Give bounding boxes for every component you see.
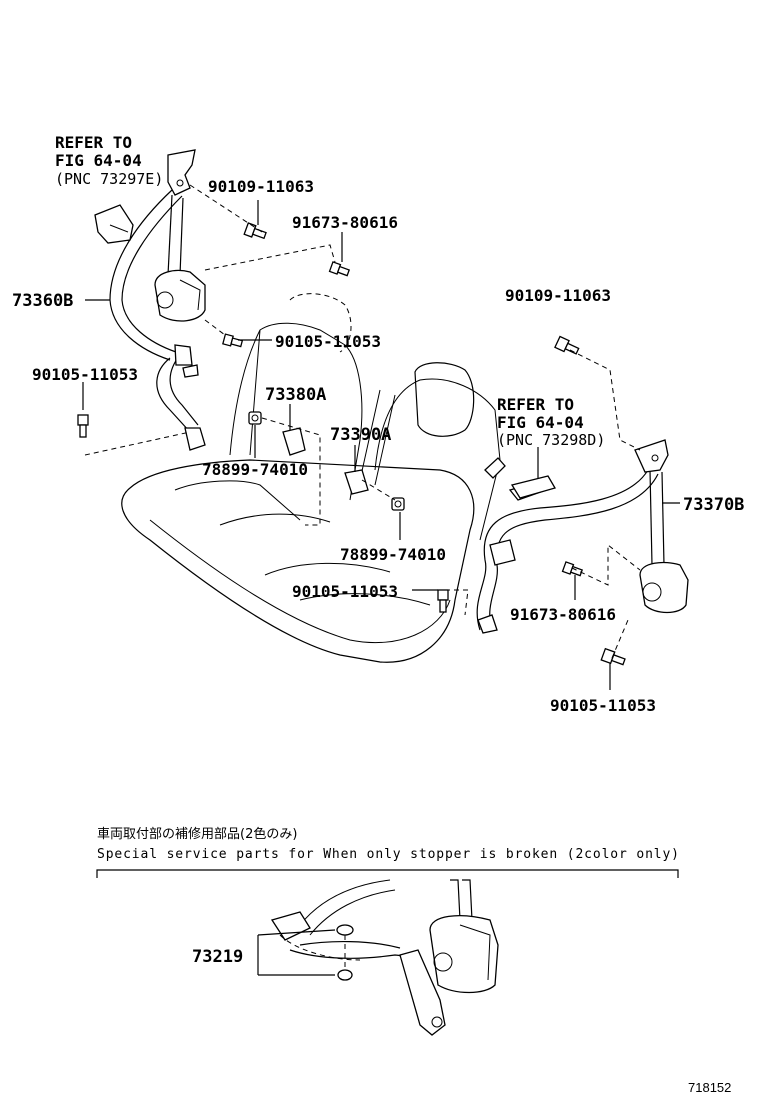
refer-left-line1: REFER TO xyxy=(55,133,132,152)
bolt-icon xyxy=(328,261,351,277)
bolt-icon xyxy=(554,335,580,355)
part-number-90105-bottom: 90105-11053 xyxy=(292,582,398,601)
nut-icon xyxy=(391,497,405,511)
part-number-73360b: 73360B xyxy=(12,291,73,311)
service-note-english: Special service parts for When only stop… xyxy=(97,847,679,862)
nut-icon xyxy=(248,411,262,425)
inset-stopper-drawing: 73219 xyxy=(192,879,499,1036)
figure-number: 718152 xyxy=(688,1080,731,1095)
refer-right-line1: REFER TO xyxy=(497,395,574,414)
service-note-japanese: 車両取付部の補修用部品(2色のみ) xyxy=(97,826,297,842)
part-number-78899-mid: 78899-74010 xyxy=(340,545,446,564)
part-number-91673-top: 91673-80616 xyxy=(292,213,398,232)
bolt-icon xyxy=(243,222,267,240)
service-note: 車両取付部の補修用部品(2色のみ) Special service parts … xyxy=(96,826,679,878)
bolt-icon xyxy=(222,333,244,348)
part-number-90109-left: 90109-11063 xyxy=(208,177,314,196)
clip-icon xyxy=(344,469,369,495)
part-number-73390a: 73390A xyxy=(330,425,391,445)
part-labels: REFER TO FIG 64-04 (PNC 73297E) 90109-11… xyxy=(12,133,744,715)
bolt-icon xyxy=(600,647,626,666)
part-number-90105-mid: 90105-11053 xyxy=(275,332,381,351)
part-number-78899-left: 78899-74010 xyxy=(202,460,308,479)
part-number-73219: 73219 xyxy=(192,947,243,967)
bolt-icon xyxy=(561,561,584,577)
right-belt-assembly xyxy=(476,439,689,634)
refer-right-line3: (PNC 73298D) xyxy=(497,431,605,449)
stopper-button-icon xyxy=(337,969,353,981)
bolt-icon xyxy=(77,414,89,438)
left-belt-assembly xyxy=(94,149,206,451)
stopper-button-icon xyxy=(336,924,354,936)
clip-icon xyxy=(282,427,306,456)
refer-left-line2: FIG 64-04 xyxy=(55,151,142,170)
leader-lines xyxy=(82,184,680,690)
refer-left-line3: (PNC 73297E) xyxy=(55,170,163,188)
part-number-73380a: 73380A xyxy=(265,385,326,405)
part-number-91673-right: 91673-80616 xyxy=(510,605,616,624)
fasteners xyxy=(77,222,626,666)
part-number-90105-right: 90105-11053 xyxy=(550,696,656,715)
refer-right-line2: FIG 64-04 xyxy=(497,413,584,432)
part-number-90109-right: 90109-11063 xyxy=(505,286,611,305)
part-number-90105-left: 90105-11053 xyxy=(32,365,138,384)
part-number-73370b: 73370B xyxy=(683,495,744,515)
bolt-icon xyxy=(437,589,449,613)
